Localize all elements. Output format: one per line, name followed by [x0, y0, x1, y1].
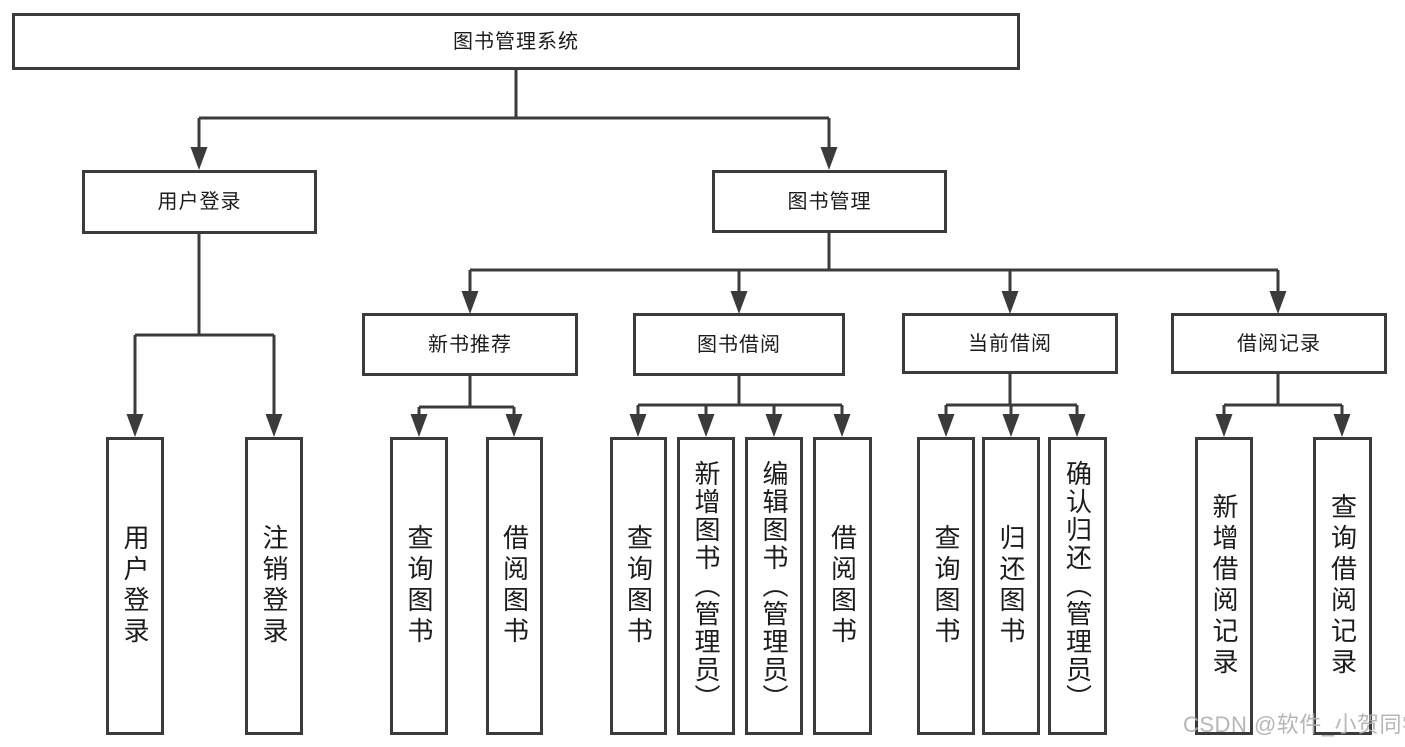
arrowhead	[820, 147, 838, 170]
node-label: 当前借阅	[968, 332, 1052, 355]
node-label: 借阅记录	[1237, 332, 1321, 355]
leaf-label: 新增借阅记录	[1209, 493, 1239, 679]
arrowhead	[730, 291, 748, 314]
leaf-label: 归还图书	[996, 524, 1026, 648]
leaf-logout: 注销登录	[245, 437, 303, 735]
leaf-label: 查询图书	[931, 524, 961, 648]
arrowhead	[833, 414, 851, 437]
leaf-label: 注销登录	[259, 524, 289, 648]
arrowhead	[697, 414, 715, 437]
node-label: 新书推荐	[428, 333, 512, 356]
node-label: 图书管理系统	[453, 30, 579, 53]
leaf-user-login: 用户登录	[106, 437, 164, 735]
arrowhead	[1068, 414, 1086, 437]
leaf-label: 确认归还（管理员）	[1062, 460, 1093, 712]
arrowhead	[1269, 291, 1287, 314]
leaf-borrowing-borrow-book: 借阅图书	[813, 437, 872, 735]
leaf-borrowing-query-book: 查询图书	[610, 437, 667, 735]
leaf-label: 用户登录	[120, 524, 150, 648]
arrowhead	[461, 291, 479, 314]
watermark: CSDN @软件_小贺同学	[1183, 712, 1405, 737]
arrowhead	[765, 414, 783, 437]
node-book-management: 图书管理	[712, 170, 947, 233]
node-current-borrowing: 当前借阅	[902, 313, 1118, 374]
node-book-borrowing: 图书借阅	[633, 313, 845, 376]
leaf-borrowing-edit-book-admin: 编辑图书（管理员）	[745, 437, 803, 735]
leaf-label: 借阅图书	[499, 524, 530, 648]
arrowhead	[265, 414, 283, 437]
arrowhead	[410, 414, 428, 437]
leaf-label: 查询图书	[404, 524, 434, 648]
node-label: 图书管理	[787, 190, 872, 213]
node-label: 图书借阅	[697, 333, 781, 356]
leaf-records-add-record: 新增借阅记录	[1195, 437, 1253, 735]
leaf-borrowing-add-book-admin: 新增图书（管理员）	[677, 437, 735, 735]
leaf-label: 查询图书	[623, 524, 654, 648]
leaf-label: 借阅图书	[827, 524, 858, 648]
arrowhead	[1002, 414, 1020, 437]
arrowhead	[629, 414, 647, 437]
arrowhead	[1215, 414, 1233, 437]
node-library-management-system: 图书管理系统	[12, 13, 1020, 70]
node-user-login: 用户登录	[82, 170, 317, 234]
leaf-current-return-book: 归还图书	[982, 437, 1040, 735]
leaf-newbook-query-book: 查询图书	[390, 437, 448, 735]
leaf-label: 编辑图书（管理员）	[759, 460, 789, 712]
connector-path	[133, 70, 1344, 415]
leaf-records-query-record: 查询借阅记录	[1313, 437, 1372, 735]
leaf-label: 新增图书（管理员）	[691, 460, 721, 712]
leaf-label: 查询借阅记录	[1327, 493, 1358, 679]
leaf-current-confirm-return-admin: 确认归还（管理员）	[1048, 437, 1107, 735]
arrowhead	[1333, 414, 1351, 437]
arrowhead	[937, 414, 955, 437]
arrowhead	[505, 414, 523, 437]
arrowhead	[1001, 291, 1019, 314]
leaf-current-query-book: 查询图书	[917, 437, 975, 735]
leaf-newbook-borrow-book: 借阅图书	[486, 437, 543, 735]
arrowhead	[190, 147, 208, 170]
node-label: 用户登录	[157, 191, 242, 213]
arrowhead	[126, 414, 144, 437]
node-new-book-recommend: 新书推荐	[362, 313, 578, 376]
node-borrowing-records: 借阅记录	[1171, 313, 1387, 374]
